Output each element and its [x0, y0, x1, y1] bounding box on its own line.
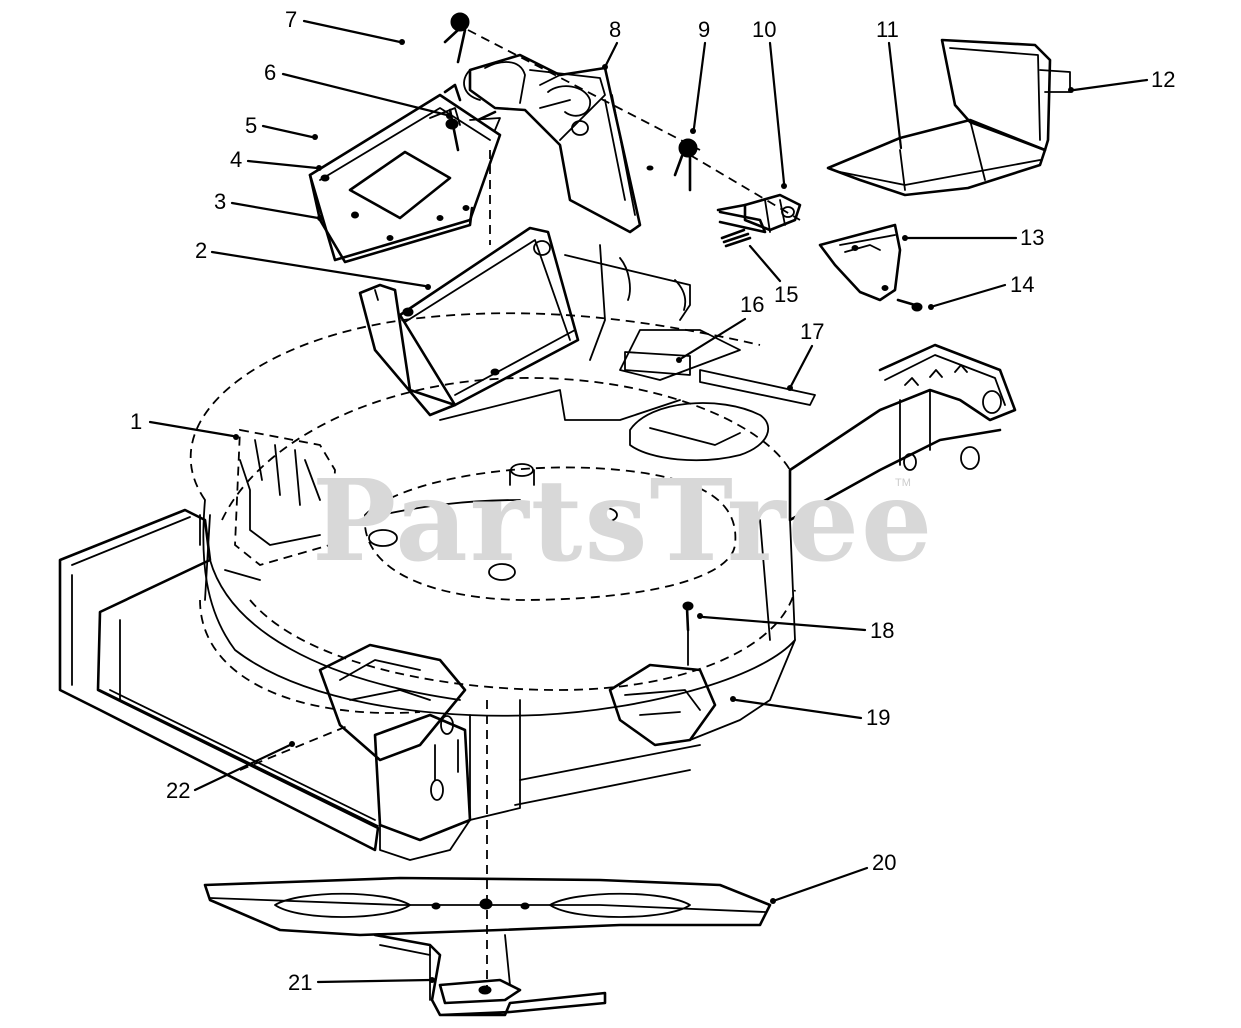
part-2-rear-mount-plate: [358, 226, 580, 417]
part-22-axis: [239, 724, 351, 771]
svg-text:22: 22: [166, 778, 190, 803]
svg-text:6: 6: [264, 60, 276, 85]
callout-1[interactable]: 1: [130, 409, 239, 440]
part-8-hinge-bracket: [463, 53, 642, 234]
svg-text:19: 19: [866, 705, 890, 730]
part-3-4-5-deflector-assembly: [308, 83, 502, 264]
svg-text:9: 9: [698, 17, 710, 42]
svg-text:PartsTree: PartsTree: [312, 456, 934, 587]
part-7-spring: [443, 12, 701, 151]
callout-15[interactable]: 15: [748, 244, 798, 307]
svg-text:15: 15: [774, 282, 798, 307]
callout-2[interactable]: 2: [195, 238, 431, 290]
svg-text:20: 20: [872, 850, 896, 875]
part-14-screw: [896, 298, 923, 312]
callout-20[interactable]: 20: [770, 850, 896, 904]
callout-8[interactable]: 8: [602, 17, 621, 70]
svg-text:3: 3: [214, 189, 226, 214]
callout-19[interactable]: 19: [730, 696, 890, 730]
callout-9[interactable]: 9: [690, 17, 710, 134]
svg-text:13: 13: [1020, 225, 1044, 250]
callout-21[interactable]: 21: [288, 970, 435, 995]
part-18-bolt: [682, 601, 694, 666]
svg-text:1: 1: [130, 409, 142, 434]
svg-text:5: 5: [245, 113, 257, 138]
callout-17[interactable]: 17: [787, 319, 824, 391]
svg-text:11: 11: [876, 17, 899, 42]
svg-text:10: 10: [752, 17, 776, 42]
svg-text:18: 18: [870, 618, 894, 643]
svg-text:17: 17: [800, 319, 824, 344]
callout-18[interactable]: 18: [697, 613, 894, 643]
callout-12[interactable]: 12: [1068, 67, 1175, 93]
svg-text:2: 2: [195, 238, 207, 263]
svg-text:12: 12: [1151, 67, 1175, 92]
part-11-deflector: [826, 118, 1047, 197]
part-12-flap: [940, 38, 1071, 152]
callout-13[interactable]: 13: [902, 225, 1044, 250]
callout-22[interactable]: 22: [166, 741, 295, 803]
svg-text:14: 14: [1010, 272, 1034, 297]
svg-text:16: 16: [740, 292, 764, 317]
callout-3[interactable]: 3: [214, 189, 323, 221]
svg-text:21: 21: [288, 970, 312, 995]
svg-text:8: 8: [609, 17, 621, 42]
svg-text:7: 7: [285, 7, 297, 32]
callout-6[interactable]: 6: [264, 60, 452, 119]
callout-16[interactable]: 16: [676, 292, 764, 363]
part-13-bracket: [818, 223, 902, 302]
svg-text:4: 4: [230, 147, 242, 172]
callout-11[interactable]: 11: [876, 17, 903, 150]
part-20-blade: [203, 876, 772, 937]
callout-5[interactable]: 5: [245, 113, 318, 140]
callout-14[interactable]: 14: [928, 272, 1034, 310]
deck-housing: [58, 244, 1017, 861]
part-15-spring: [720, 228, 752, 248]
part-21-blade-adapter: [373, 933, 607, 1017]
partstree-watermark: PartsTree TM: [312, 456, 934, 587]
callout-4[interactable]: 4: [230, 147, 322, 172]
callout-7[interactable]: 7: [285, 7, 405, 45]
callout-10[interactable]: 10: [752, 17, 787, 189]
svg-text:TM: TM: [895, 477, 911, 489]
part-10-latch: [716, 193, 802, 234]
